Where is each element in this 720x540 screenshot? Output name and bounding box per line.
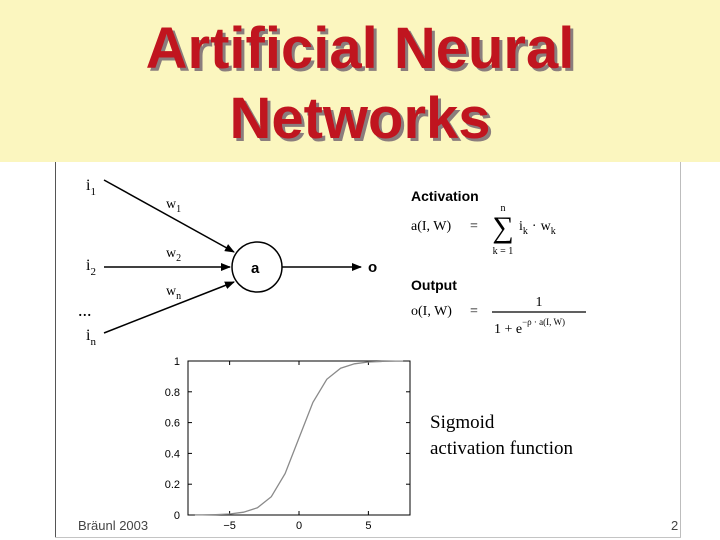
slide-title: Artificial Neural Networks [0,14,720,154]
sigmoid-chart: 0 0.2 0.4 0.6 0.8 1 −5 0 5 [165,356,411,532]
x-tick-label: −5 [223,520,236,532]
fraction-denominator: 1 + e−ρ · a(I, W) [494,317,565,337]
x-tick-label: 5 [365,520,371,532]
weight-2-label: w2 [166,246,181,264]
input-n-arrow [103,281,235,334]
weight-n-label: wn [166,284,181,302]
output-equals: = [470,304,478,319]
figure-bottom-border [55,537,681,538]
input-1-label: i1 [86,177,96,198]
title-band [0,0,720,162]
x-tick-label: 0 [296,520,302,532]
activation-heading: Activation [411,188,479,204]
output-label: o [368,259,377,276]
title-line-1: Artificial Neural [145,16,575,81]
input-1-arrow [103,179,235,253]
activation-equals: = [470,219,478,234]
sum-upper-limit: n [501,203,506,214]
sum-symbol: ∑ [492,211,513,244]
input-2-label: i2 [86,257,96,278]
footer-author: Bräunl 2003 [78,518,149,533]
footer-page-number: 2 [671,518,679,533]
figure-left-border [55,162,56,538]
y-tick-label: 0.2 [165,479,180,491]
input-n-label: in [86,327,96,348]
sigmoid-caption-line-2: activation function [430,438,573,459]
activation-lhs: a(I, W) [411,219,451,234]
figure-right-border [680,162,681,538]
inputs-ellipsis: ... [78,300,92,320]
y-tick-label: 1 [174,356,180,368]
y-tick-label: 0.4 [165,448,180,460]
weight-1-label: w1 [166,197,181,215]
sum-lower-limit: k = 1 [493,246,514,257]
title-line-2: Networks [229,86,491,151]
y-tick-label: 0 [174,510,180,522]
fraction-numerator: 1 [536,295,543,310]
neuron-node-label: a [251,260,260,277]
sum-term: ik·wk [519,219,556,237]
y-tick-label: 0.6 [165,418,180,430]
output-lhs: o(I, W) [411,304,452,319]
y-axis-ticks: 0 0.2 0.4 0.6 0.8 1 [165,356,410,522]
sigmoid-caption-line-1: Sigmoid [430,412,495,433]
sigmoid-curve [194,360,404,516]
y-tick-label: 0.8 [165,387,180,399]
output-heading: Output [411,277,457,293]
x-axis-ticks: −5 0 5 [223,361,371,532]
